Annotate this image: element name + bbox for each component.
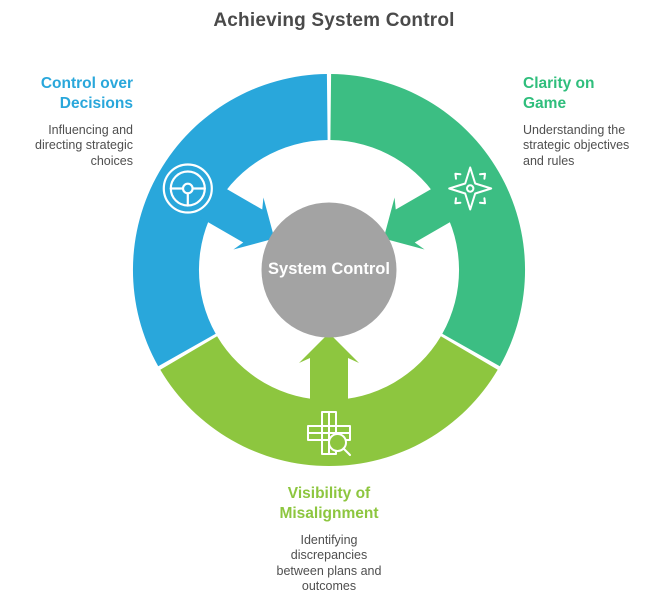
segment-description: Identifying discrepancies between plans … (276, 532, 382, 594)
segment-heading: Control over Decisions (40, 75, 133, 112)
puzzle-search-icon (307, 411, 351, 456)
segment-description: Understanding the strategic objectives a… (523, 122, 630, 168)
segment-control-over-decisions-arc (132, 74, 328, 367)
label-visibility-of-misalignment: Visibility of Misalignment Identifying d… (219, 484, 439, 595)
label-control-over-decisions: Control over Decisions Influencing and d… (0, 74, 133, 169)
arrow-clarity-on-game (383, 181, 465, 250)
arrow-visibility-of-misalignment (299, 333, 359, 415)
page-title: Achieving System Control (213, 10, 455, 31)
arrow-control-over-decisions (193, 181, 275, 250)
segment-clarity-on-game-arc (330, 74, 526, 367)
steering-wheel-icon (162, 163, 213, 214)
center-hub-label: System Control (268, 260, 390, 278)
segment-heading: Visibility of Misalignment (279, 485, 379, 522)
compass-star-icon (448, 166, 493, 211)
segment-heading: Clarity on Game (523, 75, 595, 112)
label-clarity-on-game: Clarity on Game Understanding the strate… (523, 74, 668, 169)
segment-description: Influencing and directing strategic choi… (35, 122, 133, 168)
center-hub-circle (261, 202, 397, 338)
